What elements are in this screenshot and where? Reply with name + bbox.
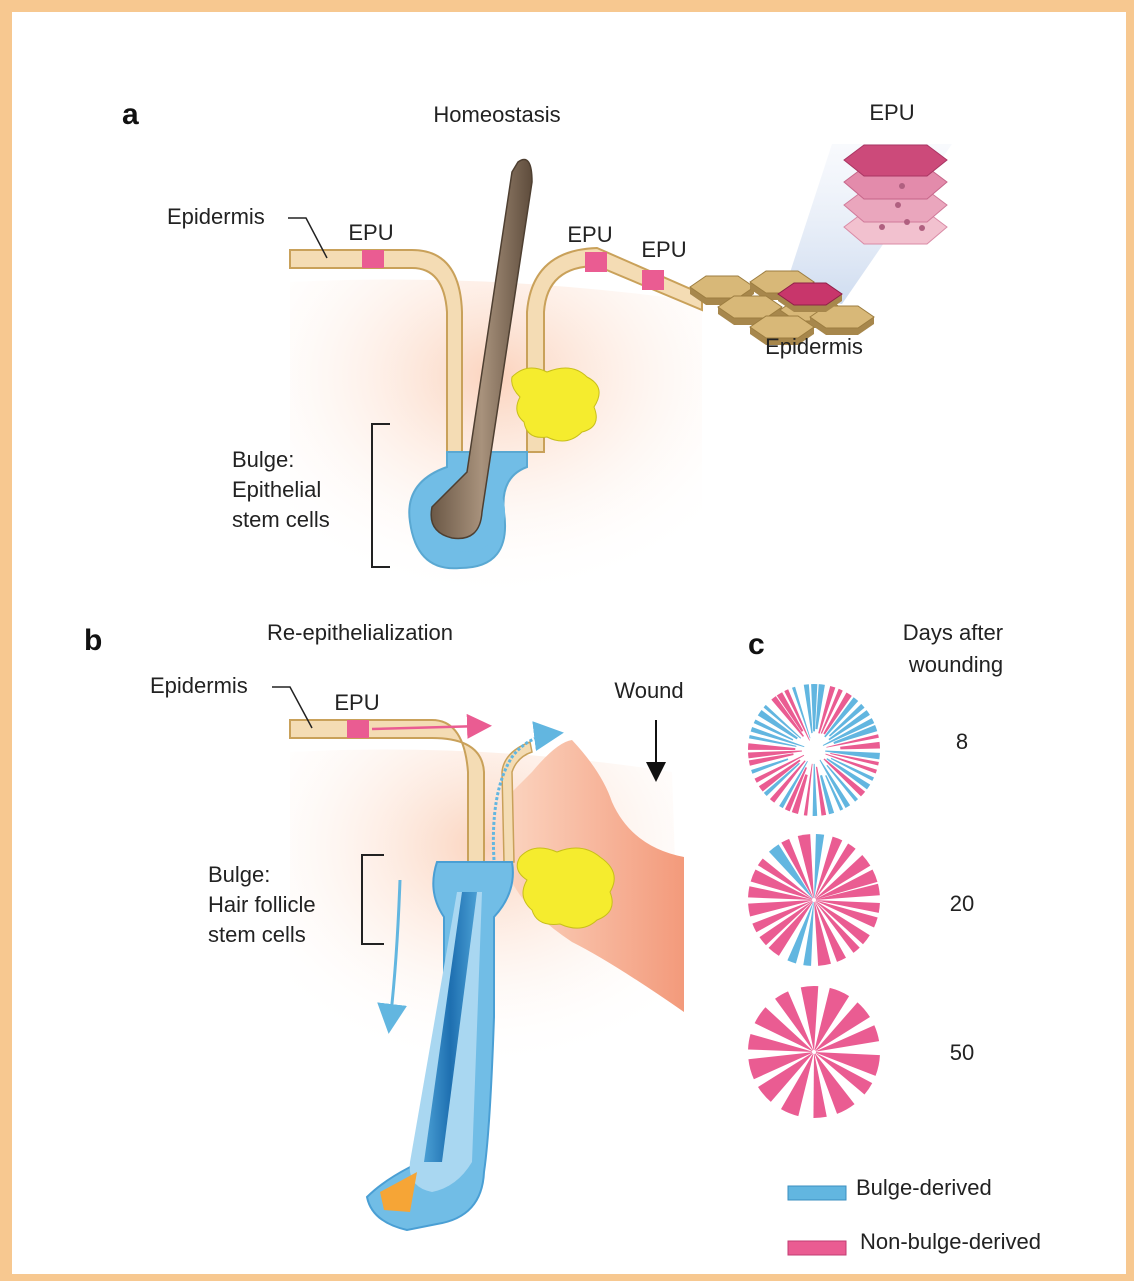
panel-b: b Re-epithelialization EPU Epidermis Wou…	[84, 620, 684, 1230]
epu-label-a-2: EPU	[567, 222, 612, 247]
legend-swatch-nonbulge	[788, 1241, 846, 1255]
epu-label-a-3: EPU	[641, 237, 686, 262]
epu-a-2	[585, 252, 607, 272]
panel-b-letter: b	[84, 624, 102, 657]
day-label-2: 20	[950, 891, 974, 916]
day-label-3: 50	[950, 1040, 974, 1065]
figure-canvas: a Homeostasis EPU EPU EPU Epidermis Bulg…	[12, 12, 1126, 1274]
figure-svg: a Homeostasis EPU EPU EPU Epidermis Bulg…	[12, 12, 1126, 1274]
inset-epidermis-label: Epidermis	[765, 334, 863, 359]
epu-b	[347, 720, 369, 738]
clone-wedge	[801, 986, 819, 1050]
day-label-1: 8	[956, 729, 968, 754]
epu-label-a-1: EPU	[348, 220, 393, 245]
epu-a-3	[642, 270, 664, 290]
epidermis-label-b: Epidermis	[150, 673, 248, 698]
panel-b-title: Re-epithelialization	[267, 620, 453, 645]
epu-stack	[844, 145, 947, 244]
panel-c-title: Days after wounding	[903, 620, 1009, 677]
legend-label-nonbulge: Non-bulge-derived	[860, 1229, 1041, 1254]
panel-a-letter: a	[122, 98, 139, 131]
legend-label-bulge: Bulge-derived	[856, 1175, 992, 1200]
epu-inset: EPU Epidermis	[690, 100, 952, 359]
legend: Bulge-derived Non-bulge-derived	[788, 1175, 1041, 1255]
epu-label-b: EPU	[334, 690, 379, 715]
panel-c: c Days after wounding 8 20 50 Bulge-deri…	[748, 620, 1041, 1255]
panel-a-title: Homeostasis	[433, 102, 560, 127]
clone-pinwheels	[748, 684, 880, 1118]
panel-c-letter: c	[748, 628, 765, 661]
epu-a-1	[362, 250, 384, 268]
inset-epu-label: EPU	[869, 100, 914, 125]
panel-a: a Homeostasis EPU EPU EPU Epidermis Bulg…	[122, 98, 952, 602]
epidermis-label-a: Epidermis	[167, 204, 265, 229]
legend-swatch-bulge	[788, 1186, 846, 1200]
wound-label: Wound	[614, 678, 683, 703]
clone-wedge	[804, 684, 813, 733]
